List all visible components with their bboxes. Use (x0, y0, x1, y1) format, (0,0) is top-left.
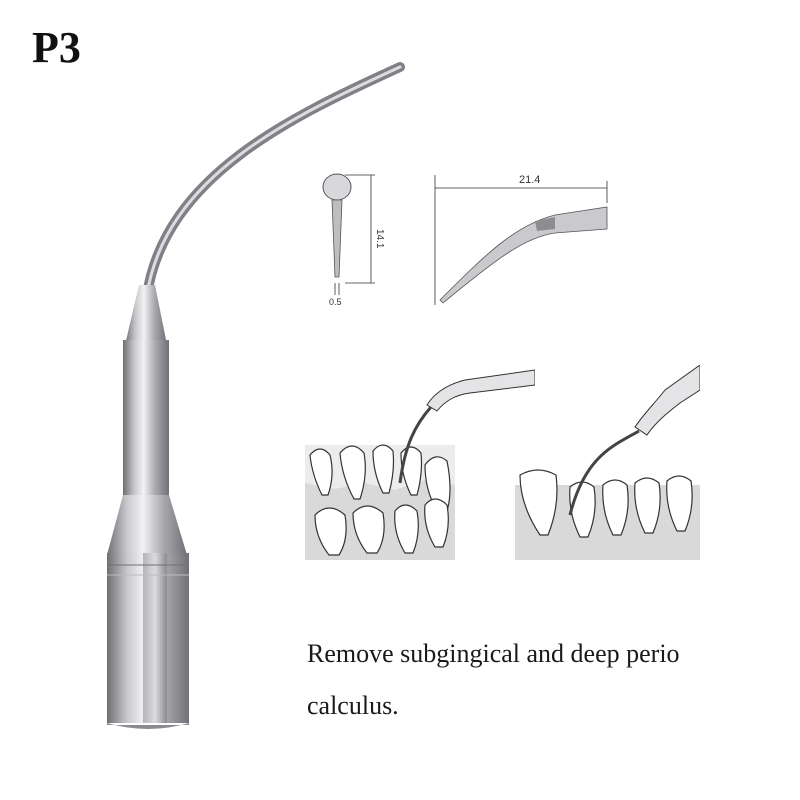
molar-usage-illustration (515, 365, 700, 560)
tip-front-view-diagram: 14.1 0.5 (322, 173, 385, 307)
length-dimension-label: 21.4 (519, 174, 540, 186)
product-model-title: P3 (32, 23, 81, 72)
product-description: Remove subgingical and deep perio calcul… (307, 639, 680, 720)
lower-arch-usage-illustration (305, 369, 535, 560)
tip-side-view-diagram: 21.4 (434, 174, 608, 305)
scaler-tip-photo (107, 62, 405, 729)
tip-width-dimension-label: 0.5 (329, 297, 342, 307)
height-dimension-label: 14.1 (374, 229, 385, 249)
